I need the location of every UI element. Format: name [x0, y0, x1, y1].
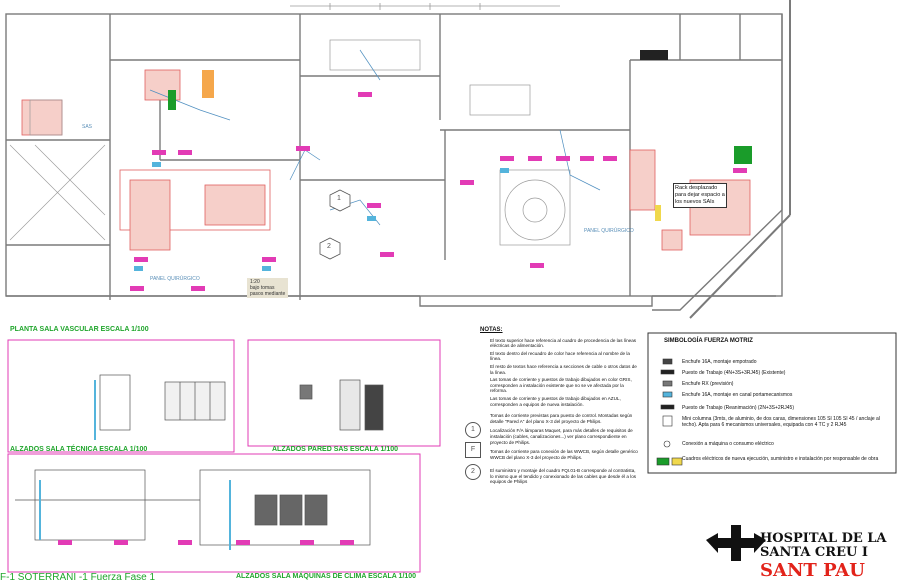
bajo-tomas-line-2: pasos mediante [250, 291, 286, 297]
line-tag [528, 156, 542, 161]
line-tag [603, 156, 617, 161]
line-tag [367, 203, 381, 208]
bajo-tomas-line-1: bajo tomas [250, 285, 275, 291]
hospital-name-line-3: SANT PAU [760, 560, 865, 581]
line-tag [460, 180, 474, 185]
notes-heading: NOTAS: [480, 327, 503, 333]
note-item: Las tomas de corriente y puestos de trab… [490, 377, 632, 394]
note-item: El texto superior hace referencia al cua… [490, 337, 637, 349]
line-tag [130, 286, 144, 291]
line-tag [178, 540, 192, 545]
note-item: Tomas de corriente para conexión de las … [490, 449, 638, 460]
legend-item: Puesto de Trabajo (Reanimación) (2N+3S+2… [682, 405, 795, 411]
top-sections [290, 3, 560, 10]
callouts [319, 189, 351, 260]
equipment-red [21, 69, 751, 251]
elevation-contents [15, 374, 384, 546]
line-tag [152, 150, 166, 155]
panel-label-1: PANEL QUIRÚRGICO [584, 228, 634, 234]
elevation-pipes [39, 380, 231, 550]
note-item: Localización F/A lámparas Maquet, para m… [490, 428, 633, 445]
rack-note-line-3: los nuevos SAIs [675, 199, 715, 205]
line-detail [500, 168, 509, 173]
rack-note-line-1: Rack desplazado [675, 185, 718, 191]
callout-1: 1 [337, 195, 341, 202]
rack-note-line-2: para dejar espacio a [675, 192, 725, 198]
legend-item: Conexión a máquina o consumo eléctrico [682, 441, 774, 447]
legend-item: Mini columna (3mts, de aluminio, de dos … [682, 416, 880, 428]
note-symbol-1: 1 [465, 422, 481, 438]
line-tag [500, 156, 514, 161]
note-item: El texto dentro del recuadro de color ha… [490, 350, 630, 362]
title-alzados-maquinas-clima: ALZADOS SALA MÁQUINAS DE CLIMA ESCALA 1/… [236, 573, 417, 580]
yellow-marker [655, 205, 661, 221]
orange-cabinet [202, 70, 214, 98]
legend-symbols [656, 358, 683, 466]
equipment-grey [29, 39, 571, 246]
line-tag [358, 92, 372, 97]
panel-label-2: PANEL QUIRÚRGICO [150, 276, 200, 282]
line-detail [152, 162, 161, 167]
line-tag [236, 540, 250, 545]
line-tag [380, 252, 394, 257]
hospital-logo-icon [706, 525, 766, 561]
legend-item: Enchufe 16A, montaje empotrado [682, 359, 757, 365]
line-detail [262, 266, 271, 271]
sheet-title: F-1 SOTERRANI -1 Fuerza Fase 1 [0, 572, 156, 583]
line-tag [340, 540, 354, 545]
hospital-name-line-1: HOSPITAL DE LA [760, 531, 887, 546]
note-item: El suministro y montaje del cuadro FQI.0… [490, 468, 637, 485]
line-tag [556, 156, 570, 161]
line-tag [134, 257, 148, 262]
rack-note: Rack desplazado para dejar espacio a los… [673, 183, 727, 208]
hospital-name-line-2: SANTA CREU I [760, 545, 868, 560]
line-tag [178, 150, 192, 155]
line-detail [367, 216, 376, 221]
black-equipment [640, 50, 668, 60]
green-panel-2 [734, 146, 752, 164]
title-alzados-pared-sas: ALZADOS PARED SAS ESCALA 1/100 [272, 446, 399, 453]
building-walls [5, 0, 791, 319]
line-tag [733, 168, 747, 173]
note-symbol-2: 2 [465, 464, 481, 480]
line-tag [262, 257, 276, 262]
line-tag [300, 540, 314, 545]
notes-block: NOTAS: El texto superior hace referencia… [480, 327, 640, 485]
legend-title: SIMBOLOGÍA FUERZA MOTRIZ [664, 338, 753, 344]
title-alzados-sala-tecnica: ALZADOS SALA TÉCNICA ESCALA 1/100 [10, 446, 148, 453]
legend-item: Puesto de Trabajo (4N+3S+3RJ45) (Existen… [682, 370, 786, 376]
note-item: Las tomas de corriente y puestos de trab… [490, 395, 621, 407]
line-tag [191, 286, 205, 291]
legend-item: Enchufe 16A, montaje en canal portamecan… [682, 392, 793, 398]
line-tag [114, 540, 128, 545]
line-tag [530, 263, 544, 268]
sas-label: SAS [82, 124, 93, 130]
title-planta-sala-vascular: PLANTA SALA VASCULAR ESCALA 1/100 [10, 326, 149, 333]
green-panel-1 [168, 90, 176, 110]
note-symbol-F: F [465, 442, 481, 458]
bajo-tomas-note: 1:20 bajo tomas pasos mediante [247, 278, 289, 298]
elevation-frames [7, 332, 897, 573]
line-tag [296, 146, 310, 151]
line-tag [580, 156, 594, 161]
line-detail [134, 266, 143, 271]
note-item: El resto de textos hace referencia a sec… [490, 363, 637, 375]
line-tag [58, 540, 72, 545]
note-item: Tomas de corriente previstas para puesto… [490, 413, 633, 424]
callout-2: 2 [327, 243, 331, 250]
legend-item: Cuadros eléctricos de nueva ejecución, s… [682, 456, 879, 462]
legend-item: Enchufe RX (previsión) [682, 381, 734, 387]
stair-hatch [9, 144, 106, 241]
scale-note: 1:20 [250, 279, 260, 285]
